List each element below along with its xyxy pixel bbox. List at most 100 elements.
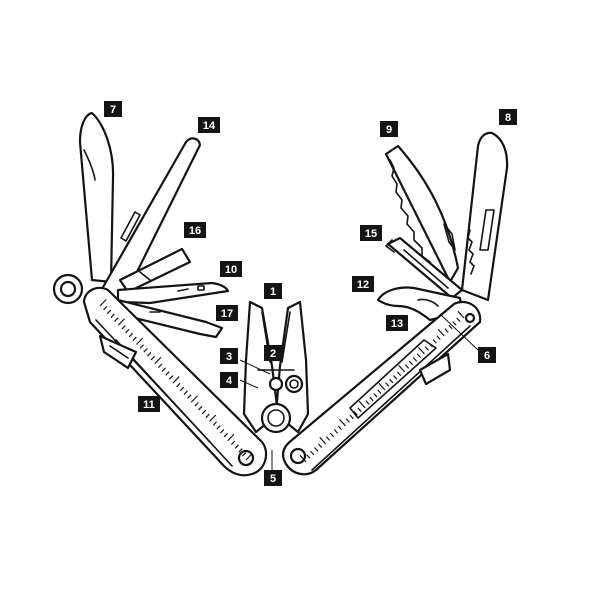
ruler-tick	[333, 429, 339, 434]
ruler-tick	[385, 382, 390, 387]
callout-16-label: 16	[189, 225, 201, 237]
callout-9: 9	[380, 121, 398, 137]
ruler-tick	[190, 395, 198, 403]
ruler-tick	[157, 363, 163, 369]
pivot-screw	[268, 376, 284, 392]
ruler-tick	[187, 394, 192, 399]
callout-5-label: 5	[270, 473, 276, 485]
callout-8: 8	[499, 109, 517, 125]
ruler-tick	[136, 337, 144, 345]
callout-11-label: 11	[143, 399, 155, 411]
ruler-tick	[345, 418, 350, 423]
leader-lines	[239, 313, 479, 470]
ruler-tick	[393, 375, 398, 380]
ruler-tick	[306, 454, 311, 459]
ruler-tick	[172, 376, 180, 384]
callout-2: 2	[264, 345, 282, 361]
ruler-tick	[365, 400, 370, 405]
ruler-tick	[418, 346, 425, 355]
ruler-tick	[132, 336, 137, 342]
callout-6: 6	[478, 347, 496, 363]
ruler-tick	[314, 447, 319, 452]
ruler-tick	[369, 396, 374, 402]
hard-wire-cutter	[260, 402, 292, 434]
bit-driver	[385, 236, 464, 300]
ruler-tick	[428, 342, 433, 348]
ruler-tick	[436, 335, 441, 341]
ruler-tick	[223, 432, 228, 438]
callout-4: 4	[220, 372, 238, 388]
ruler-tick	[121, 325, 126, 330]
callout-15-label: 15	[365, 228, 377, 240]
ruler-tick	[201, 409, 207, 415]
ruler-tick	[143, 348, 148, 353]
pliers-head	[242, 300, 310, 434]
ruler-tick	[378, 382, 386, 391]
ruler-tick	[398, 364, 406, 373]
file-tool	[96, 137, 202, 304]
ruler-tick	[128, 332, 134, 338]
ruler-tick	[319, 436, 327, 445]
callout-2-label: 2	[270, 348, 276, 360]
ruler-tick	[238, 448, 243, 453]
callout-1-label: 1	[270, 286, 276, 298]
callout-17: 17	[216, 305, 238, 321]
ruler-tick	[456, 317, 461, 323]
serrated-blade	[460, 131, 509, 302]
ruler-tick	[310, 450, 315, 456]
callout-3-label: 3	[226, 351, 232, 363]
ruler-tick	[448, 324, 453, 330]
ruler-tick	[168, 375, 174, 380]
ruler-tick	[353, 411, 358, 416]
ruler-tick	[183, 390, 188, 395]
callout-14-label: 14	[203, 120, 216, 132]
callout-10: 10	[220, 261, 242, 277]
callout-12-label: 12	[357, 279, 369, 291]
ruler-tick	[161, 367, 166, 372]
ruler-tick	[457, 310, 465, 319]
ruler-tick	[404, 364, 410, 369]
ruler-tick	[150, 355, 155, 361]
ruler-tick	[165, 371, 170, 376]
callout-6-label: 6	[484, 350, 490, 362]
ruler-tick	[205, 413, 210, 419]
ruler-tick	[154, 356, 162, 365]
callout-4-label: 4	[226, 375, 233, 387]
callout-16: 16	[184, 222, 206, 238]
ruler-tick	[209, 414, 217, 422]
ruler-tick	[349, 414, 354, 420]
callout-7: 7	[104, 101, 122, 117]
callout-17-label: 17	[221, 308, 233, 320]
ruler-tick	[432, 339, 437, 344]
lanyard-ring	[52, 273, 84, 305]
ruler-tick	[318, 443, 323, 449]
ruler-tick	[216, 425, 221, 430]
ruler-tick	[220, 429, 225, 434]
callout-3: 3	[220, 348, 238, 364]
ruler-tick	[117, 318, 125, 326]
callout-7-label: 7	[110, 104, 116, 116]
ruler-tick	[408, 360, 414, 366]
ruler-tick	[103, 305, 108, 311]
callout-12: 12	[352, 276, 374, 292]
ruler-tick	[99, 299, 107, 307]
ruler-tick	[114, 317, 119, 322]
ruler-tick	[241, 452, 247, 457]
ruler-tick	[125, 328, 130, 334]
callout-9-label: 9	[386, 124, 392, 136]
ruler-tick	[444, 328, 449, 333]
callout-1: 1	[264, 283, 282, 299]
ruler-tick	[412, 357, 418, 362]
ruler-tick	[198, 405, 203, 411]
ruler-tick	[329, 432, 335, 438]
straight-blade	[78, 111, 115, 284]
ruler-tick	[299, 454, 307, 463]
callout-13-label: 13	[391, 318, 403, 330]
callout-15: 15	[360, 225, 382, 241]
ruler-tick	[234, 444, 239, 449]
ruler-tick	[424, 346, 429, 351]
wire-cutter	[284, 374, 304, 394]
ruler-tick	[230, 440, 236, 446]
ruler-tick	[437, 328, 445, 337]
